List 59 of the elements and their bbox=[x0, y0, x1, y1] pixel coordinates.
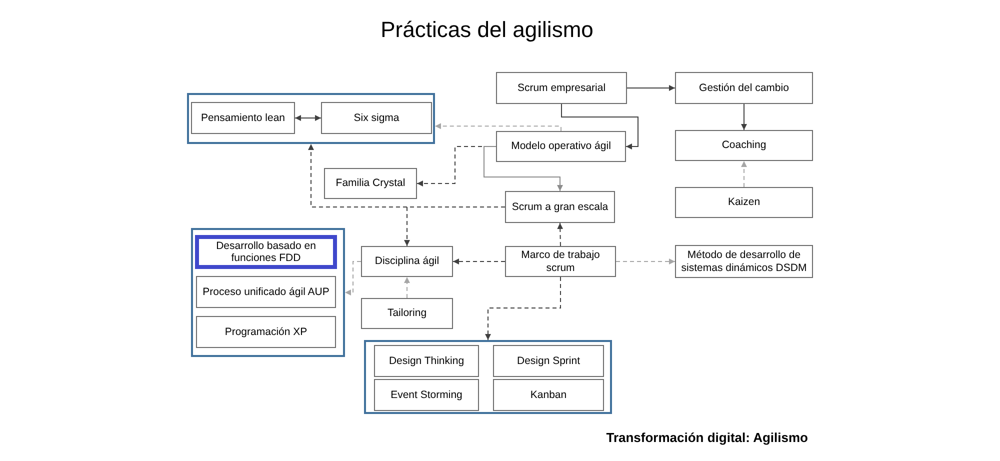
dashed-arrow bbox=[452, 258, 506, 264]
node-label: Modelo operativo ágil bbox=[511, 140, 611, 153]
dashed-arrow bbox=[557, 222, 564, 246]
node-label: Design Thinking bbox=[388, 354, 464, 368]
process-box bbox=[324, 168, 417, 199]
process-box bbox=[196, 316, 336, 348]
node-label: Tailoring bbox=[387, 307, 427, 320]
caption: Transformación digital: Agilismo bbox=[606, 430, 808, 446]
highlighted-box bbox=[195, 235, 337, 269]
node-label: Programación XP bbox=[224, 326, 308, 338]
dashed-arrow bbox=[404, 206, 506, 246]
process-box bbox=[496, 72, 627, 104]
process-box bbox=[675, 130, 813, 161]
group-frame bbox=[187, 93, 435, 144]
process-box bbox=[321, 102, 432, 134]
process-box bbox=[493, 379, 604, 411]
dashed-arrow bbox=[741, 160, 747, 188]
arrow bbox=[741, 104, 747, 130]
process-box bbox=[675, 72, 813, 104]
node-label: Pensamiento lean bbox=[200, 112, 286, 124]
node-label: Familia Crystal bbox=[336, 177, 406, 190]
process-box bbox=[505, 246, 616, 277]
dashed-arrow bbox=[404, 276, 410, 298]
process-box bbox=[675, 245, 813, 278]
diagram-title: Prácticas del agilismo bbox=[380, 17, 594, 44]
process-box bbox=[196, 276, 336, 308]
node-label: Scrum empresarial bbox=[517, 82, 606, 94]
process-box bbox=[675, 187, 813, 218]
node-label: Proceso unificado ágil AUP bbox=[202, 286, 330, 298]
process-box bbox=[505, 191, 615, 223]
node-label: Marco de trabajo scrum bbox=[520, 249, 601, 274]
node-label: Desarrollo basado en funciones FDD bbox=[215, 240, 317, 264]
dashed-arrow bbox=[434, 123, 562, 132]
process-box bbox=[493, 345, 604, 377]
arrow bbox=[561, 104, 638, 150]
dashed-arrow bbox=[344, 261, 362, 296]
process-box bbox=[361, 246, 453, 277]
node-label: Disciplina ágil bbox=[374, 255, 440, 268]
node-label: Gestión del cambio bbox=[699, 82, 789, 94]
node-label: Six sigma bbox=[354, 112, 400, 124]
arrow bbox=[484, 146, 563, 192]
node-label: Event Storming bbox=[390, 388, 462, 402]
double-arrow bbox=[294, 115, 322, 121]
group-frame bbox=[364, 340, 612, 414]
group-frame bbox=[191, 228, 345, 357]
process-box bbox=[374, 345, 479, 377]
process-box bbox=[374, 379, 479, 411]
dashed-arrow bbox=[485, 276, 561, 340]
node-label: Coaching bbox=[722, 139, 766, 152]
process-box bbox=[496, 131, 626, 162]
node-label: Design Sprint bbox=[516, 354, 580, 368]
node-label: Método de desarrollo de sistemas dinámicos DSDM bbox=[680, 249, 808, 274]
process-box bbox=[191, 102, 295, 134]
process-box bbox=[361, 298, 453, 329]
arrow bbox=[626, 85, 676, 91]
dashed-arrow bbox=[616, 258, 676, 264]
node-label: Kanban bbox=[530, 388, 567, 402]
node-label: Scrum a gran escala bbox=[512, 200, 608, 214]
node-label: Kaizen bbox=[728, 196, 760, 209]
